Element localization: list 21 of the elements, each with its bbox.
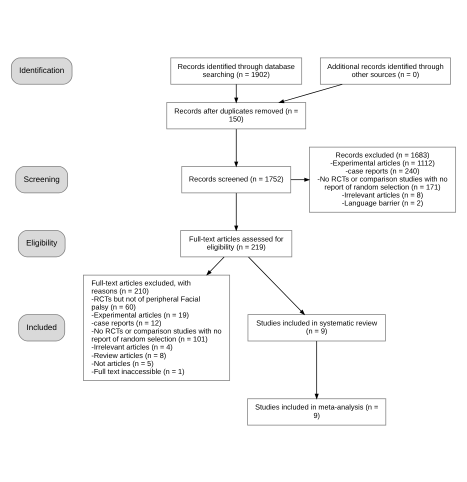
arrow bbox=[234, 128, 238, 167]
node-box: Records identified through database searching (n = 1902) bbox=[170, 57, 302, 84]
node-box: Studies included in meta-analysis (n = 9) bbox=[247, 398, 386, 425]
arrow bbox=[278, 83, 343, 103]
arrow bbox=[206, 256, 224, 276]
arrow bbox=[234, 192, 238, 231]
arrow bbox=[290, 177, 310, 182]
node-box: Additional records identified through other sources (n = 0) bbox=[320, 57, 451, 84]
node-box: Studies included in systematic review (n = 9) bbox=[248, 314, 386, 341]
node-box: Eligibility bbox=[18, 230, 66, 257]
node-box: Records excluded (n = 1683) -Experimental articles (n = 1112) -case reports (n = 240) -No RCTs or comparison studies with no report of random selection (n = 171) -Irrelevant articles (n = 8) -Language barrier (n = 2) bbox=[309, 146, 456, 212]
node-box: Full-text articles assessed for eligibility (n = 219) bbox=[180, 230, 292, 257]
node-box: Screening bbox=[15, 166, 68, 193]
node-box: Identification bbox=[10, 57, 72, 84]
arrow bbox=[248, 256, 306, 315]
node-box: Records after duplicates removed (n = 150) bbox=[166, 102, 306, 129]
node-box: Full-text articles excluded, with reasons (n = 210) -RCTs but not of peripheral Facial palsy (n = 60) -Experimental articles (n = 19) -case reports (n = 12) -No RCTs or comparison studies with no report of random selection (n = 101) -Irrelevant articles (n = 4) -Review articles (n = 8) -Not articles (n = 5) -Full text inaccessible (n = 1) bbox=[83, 274, 230, 380]
node-box: Included bbox=[18, 314, 66, 341]
arrow bbox=[314, 340, 319, 400]
arrow bbox=[234, 83, 238, 103]
node-box: Records screened (n = 1752) bbox=[181, 166, 292, 193]
